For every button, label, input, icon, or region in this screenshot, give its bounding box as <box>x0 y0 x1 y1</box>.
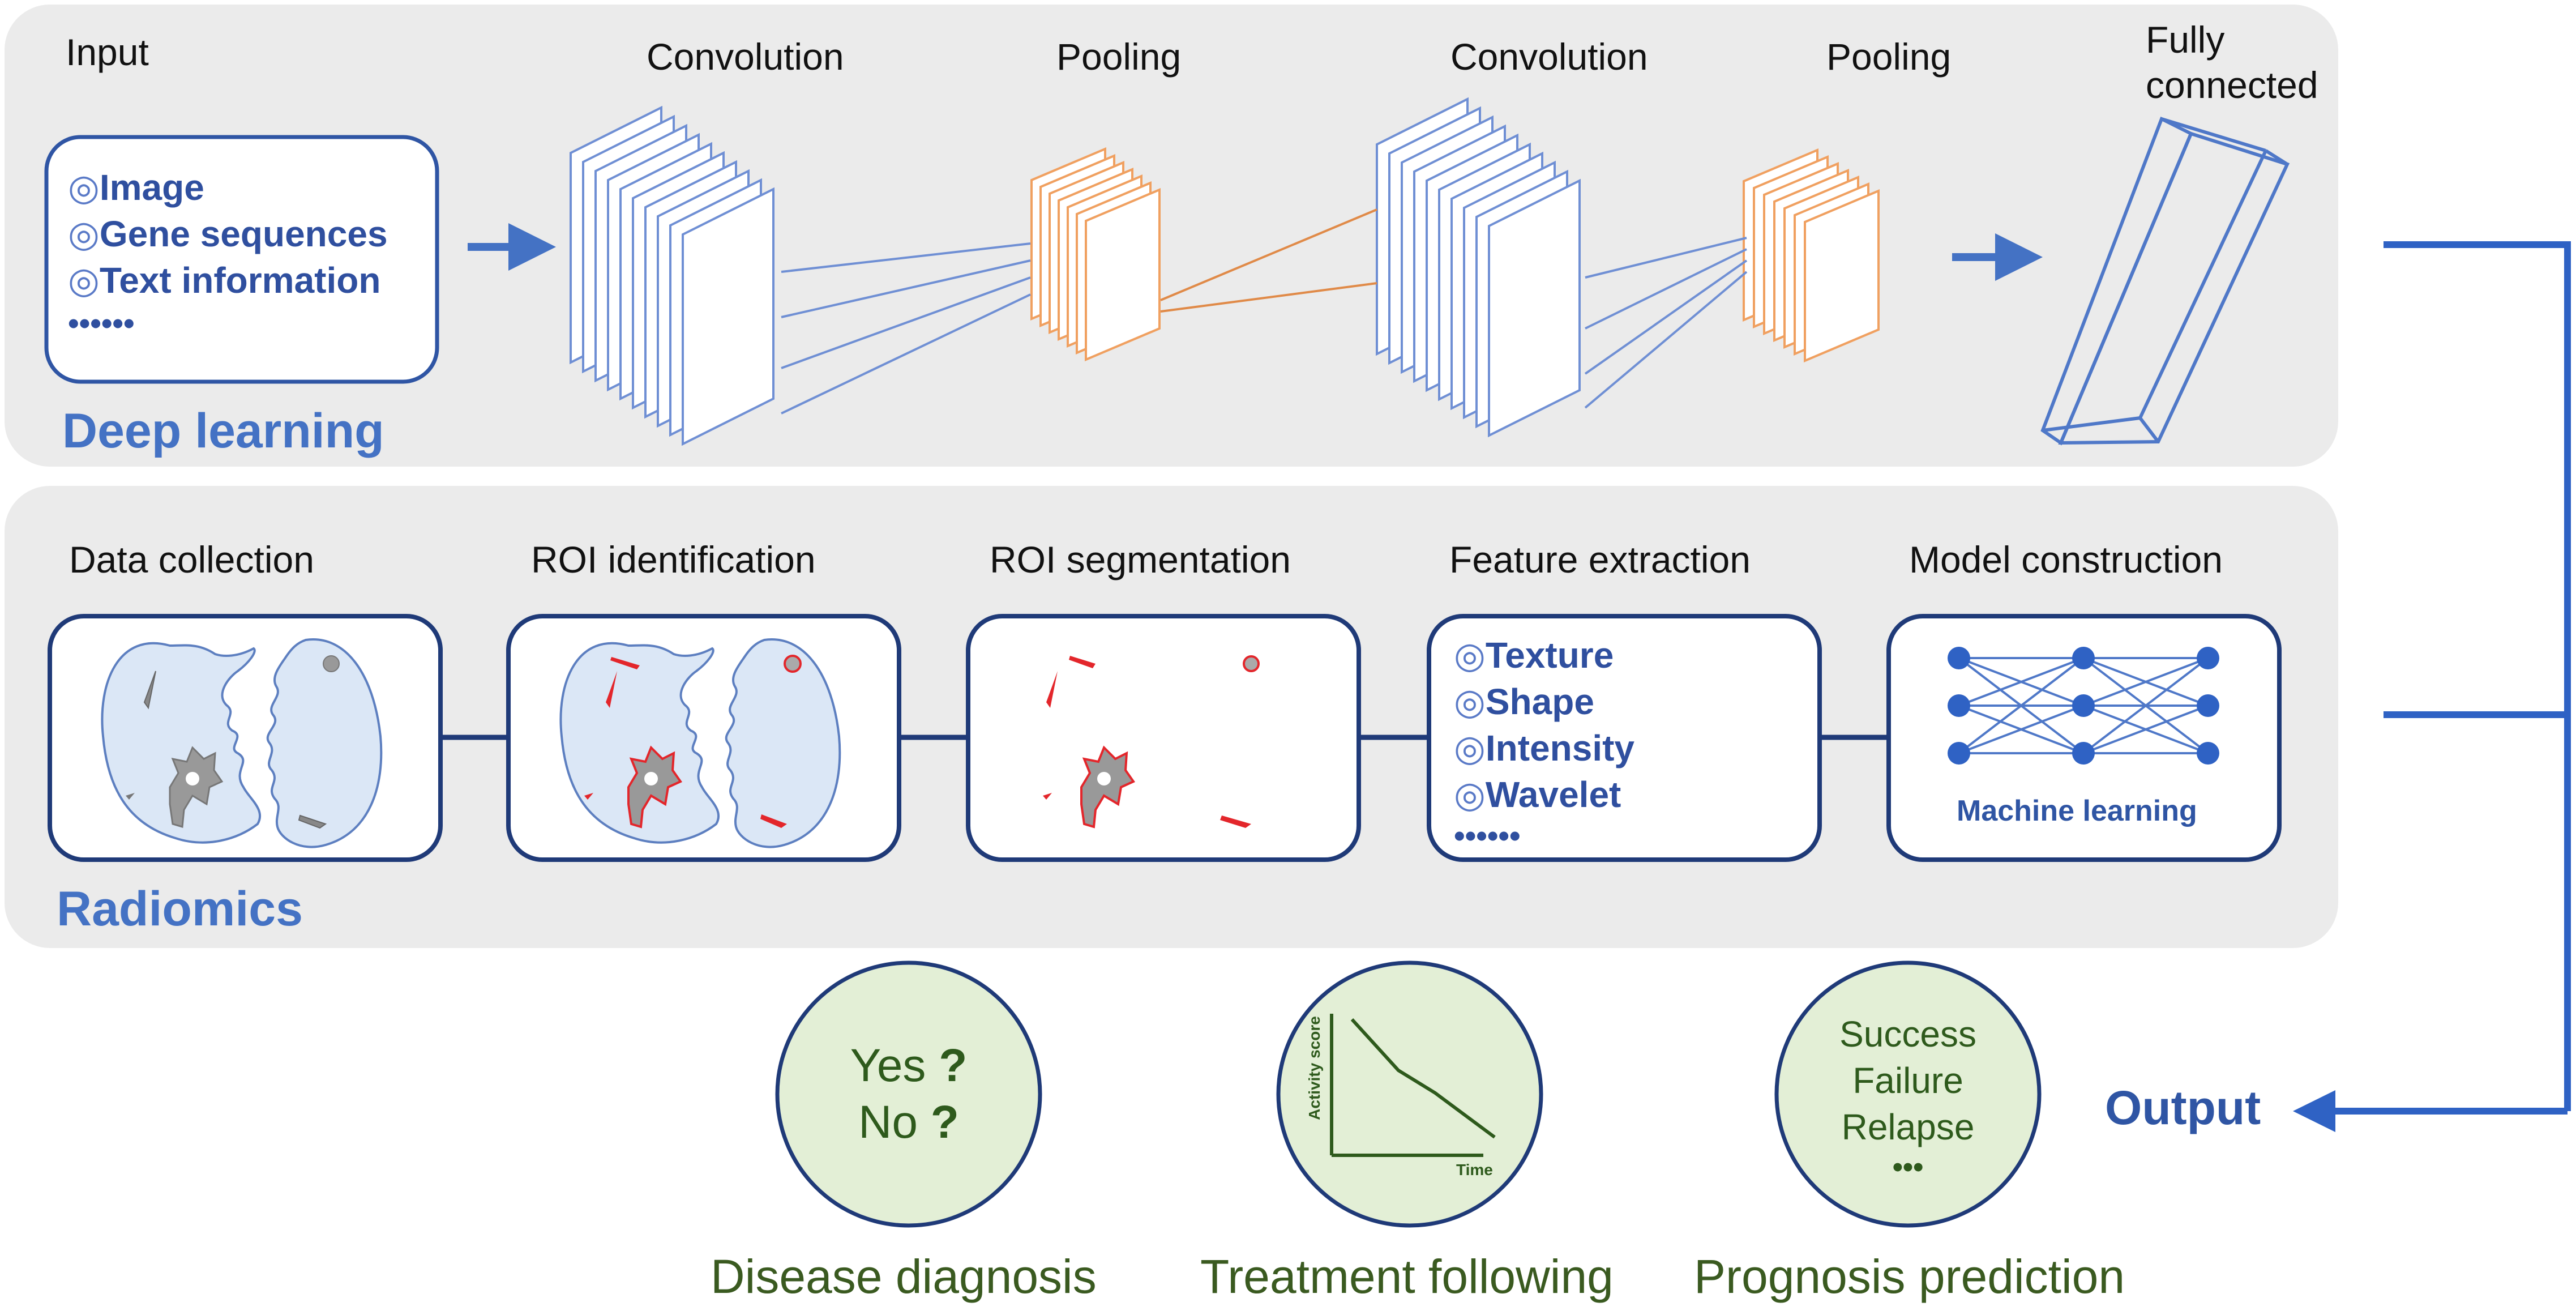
feature-map-sheet <box>1488 178 1581 438</box>
stage-fc-label: Fully connected <box>2146 19 2318 106</box>
network-node <box>1948 694 1970 717</box>
network-node <box>2072 694 2095 717</box>
network-node <box>2072 742 2095 765</box>
bullet-icon: ◎ <box>68 214 100 254</box>
radiomics-stage-label: ROI identification <box>531 539 816 580</box>
stage-conv1-label: Convolution <box>647 36 844 78</box>
feature-item-ellipsis: •••••• <box>1454 818 1521 853</box>
network-edge <box>2083 705 2209 754</box>
network-node <box>2197 647 2219 669</box>
card-roi-segmentation <box>966 614 1361 862</box>
stage-pool1-label: Pooling <box>1056 36 1182 78</box>
network-edge <box>2082 657 2209 754</box>
stage-conv2-label: Convolution <box>1450 36 1648 78</box>
conv-layer-2 <box>1376 97 1581 438</box>
input-items: ◎Image ◎Gene sequences ◎Text information… <box>68 164 388 343</box>
bullet-icon: ◎ <box>1454 728 1486 768</box>
deep-learning-title: Deep learning <box>62 404 384 458</box>
diagnosis-line: No ? <box>858 1096 959 1148</box>
input-item: ◎Gene sequences <box>68 214 388 254</box>
feature-item: ◎Shape <box>1454 681 1594 722</box>
feature-items: ◎Texture ◎Shape ◎Intensity ◎Wavelet ••••… <box>1454 632 1634 854</box>
bullet-icon: ◎ <box>1454 774 1486 815</box>
prognosis-line: Relapse <box>1841 1107 1975 1147</box>
prognosis-title: Prognosis prediction <box>1694 1250 2125 1303</box>
treatment-title: Treatment following <box>1200 1250 1614 1303</box>
bullet-icon: ◎ <box>1454 681 1486 722</box>
feature-map-sheet <box>1804 189 1880 363</box>
radiomics-cards <box>48 614 2282 862</box>
radiomics-title: Radiomics <box>57 882 303 936</box>
network-node <box>2197 694 2219 717</box>
conv2-pool2-connections <box>1584 237 1748 409</box>
feature-item: ◎Intensity <box>1454 728 1634 768</box>
network-node <box>2197 742 2219 765</box>
feature-item: ◎Texture <box>1454 635 1614 676</box>
input-item: ◎Text information <box>68 260 381 301</box>
conv-layer-1 <box>570 105 774 446</box>
treatment-ylabel: Activity score <box>1305 1016 1323 1120</box>
machine-learning-label: Machine learning <box>1957 795 2197 827</box>
network-node <box>1948 647 1970 669</box>
network-node <box>1948 742 1970 765</box>
feature-map-sheet <box>1085 187 1161 362</box>
pool-layer-2 <box>1743 148 1880 363</box>
feature-item: ◎Wavelet <box>1454 774 1621 815</box>
prognosis-line: Success <box>1839 1014 1976 1054</box>
diagnosis-circle <box>775 960 1042 1228</box>
bullet-icon: ◎ <box>68 260 100 301</box>
diagnosis-title: Disease diagnosis <box>711 1250 1097 1303</box>
conv1-pool1-connections <box>781 242 1031 415</box>
network-node <box>2072 647 2095 669</box>
diagnosis-line: Yes ? <box>850 1040 968 1091</box>
lungs-roi-identification <box>559 638 841 848</box>
feature-map-sheet <box>682 187 774 446</box>
output-connector <box>2333 241 2571 1115</box>
treatment-chart <box>1330 1014 1496 1157</box>
prognosis-line: Failure <box>1852 1060 1963 1101</box>
input-item: ◎Image <box>68 167 204 208</box>
input-card <box>44 135 439 384</box>
network-edge <box>1958 705 2084 754</box>
lungs-data-collection <box>101 638 383 848</box>
diagnosis-text: Yes ? No ? <box>795 1038 1022 1151</box>
prognosis-circle <box>1774 960 2042 1228</box>
radiomics-stage-label: ROI segmentation <box>990 539 1291 580</box>
prognosis-line: ••• <box>1892 1151 1924 1184</box>
fully-connected-layer <box>2040 116 2290 446</box>
stage-pool2-label: Pooling <box>1826 36 1952 78</box>
network-edge <box>1958 657 2085 754</box>
output-label: Output <box>2105 1081 2261 1134</box>
input-item-ellipsis: •••••• <box>68 305 135 341</box>
roi-segmentation-lesions <box>1043 655 1260 829</box>
network-edge <box>2083 657 2209 707</box>
stage-input-label: Input <box>66 31 149 73</box>
radiomics-stage-label: Feature extraction <box>1449 539 1751 580</box>
bullet-icon: ◎ <box>1454 635 1486 676</box>
treatment-circle <box>1276 960 1543 1228</box>
pool1-conv2-connections <box>1160 208 1377 313</box>
bullet-icon: ◎ <box>68 167 100 208</box>
pool-layer-1 <box>1030 147 1161 362</box>
treatment-xlabel: Time <box>1456 1161 1493 1179</box>
radiomics-stage-label: Model construction <box>1909 539 2223 580</box>
prognosis-text: Success Failure Relapse ••• <box>1795 1011 2021 1184</box>
radiomics-stage-label: Data collection <box>69 539 314 580</box>
machine-learning-network <box>1948 647 2219 765</box>
output-arrowhead <box>2293 1090 2335 1132</box>
network-edge <box>1958 657 2084 707</box>
